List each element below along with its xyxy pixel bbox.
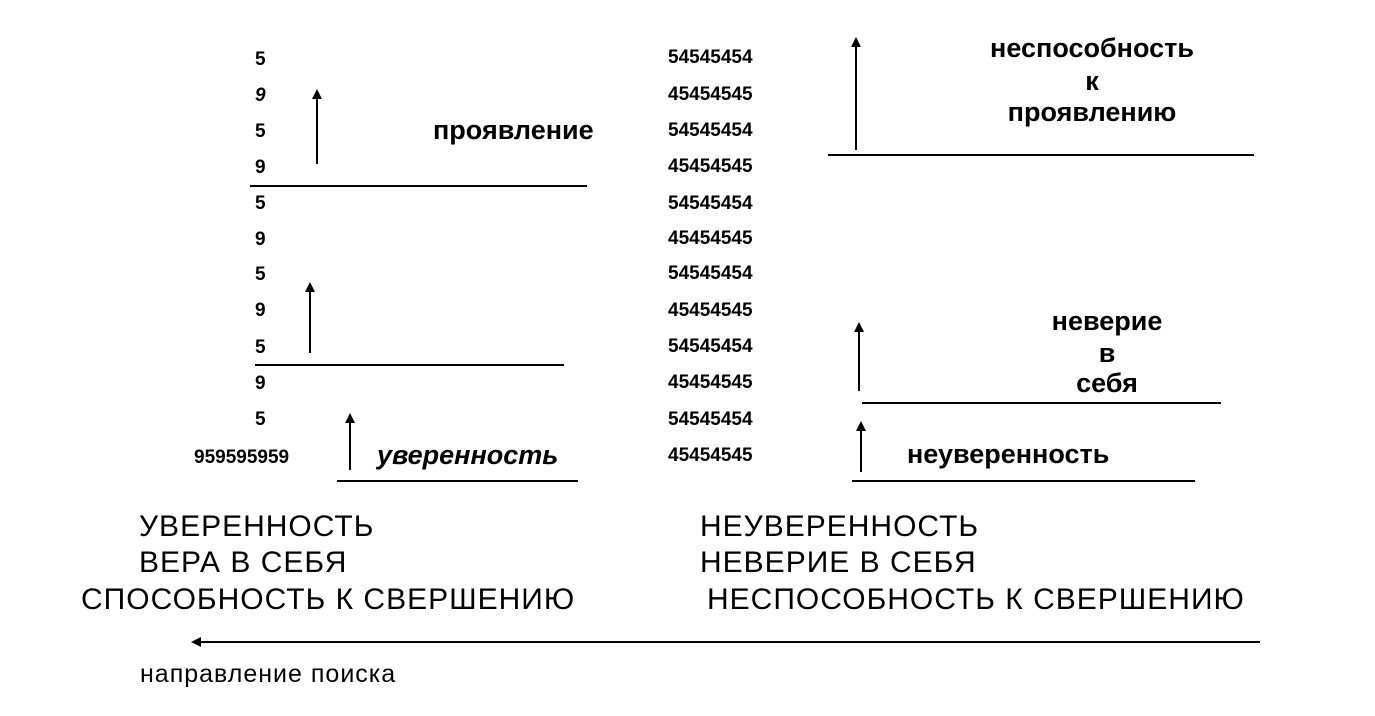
disbelief-label-line3: себя (1076, 368, 1138, 398)
confidence-label: уверенность (377, 440, 559, 470)
summary-right-line: НЕСПОСОБНОСТЬ К СВЕРШЕНИЮ (707, 583, 1245, 616)
left-value: 9 (255, 157, 266, 178)
up-arrow-icon (851, 37, 861, 150)
left-arrow-icon (191, 637, 1260, 647)
summary-left-line: ВЕРА В СЕБЯ (139, 546, 348, 579)
middle-value: 54545454 (668, 409, 753, 430)
up-arrow-icon (305, 282, 315, 353)
left-value: 9 (255, 373, 266, 394)
middle-value: 54545454 (668, 47, 753, 68)
middle-value: 45454545 (668, 445, 753, 466)
left-value: 5 (255, 337, 266, 358)
divider-line (255, 364, 564, 366)
middle-value: 54545454 (668, 336, 753, 357)
left-value: 5 (255, 264, 266, 285)
divider-line (852, 480, 1195, 482)
summary-left-line: УВЕРЕННОСТЬ (139, 510, 375, 543)
inability-label-line3: проявлению (1007, 97, 1177, 127)
up-arrow-icon (345, 413, 355, 470)
manifestation-label: проявление (433, 115, 594, 145)
up-arrow-icon (856, 421, 866, 472)
middle-value: 45454545 (668, 228, 753, 249)
middle-value: 45454545 (668, 84, 753, 105)
left-value: 5 (255, 193, 266, 214)
summary-right-line: НЕУВЕРЕННОСТЬ (700, 510, 980, 543)
inability-label-line2: к (1085, 66, 1099, 96)
middle-value: 45454545 (668, 372, 753, 393)
disbelief-label-line2: в (1098, 338, 1116, 368)
left-value: 5 (255, 49, 266, 70)
middle-value: 54545454 (668, 263, 753, 284)
left-value: 9 (255, 300, 266, 321)
summary-right-line: НЕВЕРИЕ В СЕБЯ (700, 546, 977, 579)
middle-value: 54545454 (668, 120, 753, 141)
middle-value: 45454545 (668, 156, 753, 177)
middle-value: 45454545 (668, 300, 753, 321)
left-value: 9 (255, 85, 266, 106)
up-arrow-icon (854, 322, 864, 391)
divider-line (337, 480, 578, 482)
divider-line (250, 185, 587, 187)
inability-label-line1: неспособность (990, 33, 1194, 63)
up-arrow-icon (312, 89, 322, 164)
left-value: 9 (255, 229, 266, 250)
disbelief-label-line1: неверие (1051, 306, 1163, 336)
divider-line (862, 402, 1221, 404)
middle-value: 54545454 (668, 193, 753, 214)
lack-of-confidence-label: неуверенность (907, 439, 1110, 469)
left-value: 5 (255, 409, 266, 430)
search-direction-label: направление поиска (140, 660, 397, 688)
summary-left-line: СПОСОБНОСТЬ К СВЕРШЕНИЮ (81, 583, 576, 616)
divider-line (828, 154, 1254, 156)
left-value: 5 (255, 121, 266, 142)
left-last-value: 959595959 (194, 447, 290, 468)
